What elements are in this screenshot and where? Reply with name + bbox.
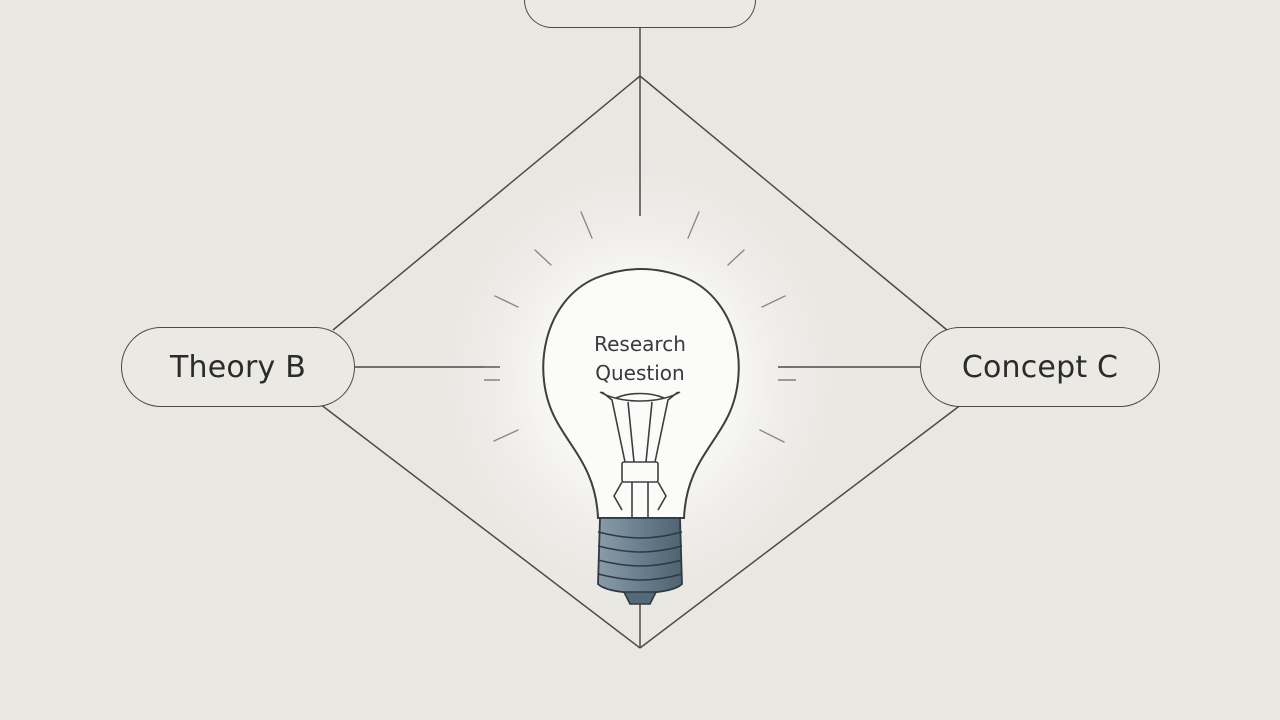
lightbulb-icon	[542, 268, 740, 605]
node-theory-b: Theory B	[121, 327, 355, 407]
node-top	[524, 0, 756, 28]
center-label-line-1: Research	[594, 332, 686, 356]
node-concept-c: Concept C	[920, 327, 1160, 407]
connector-top-left	[332, 75, 641, 331]
connector-top-right	[639, 75, 948, 331]
center-label-line-2: Question	[595, 361, 685, 385]
connector-right-bottom	[639, 403, 963, 649]
node-theory-b-label: Theory B	[170, 349, 306, 385]
light-rays	[493, 211, 786, 443]
node-concept-c-label: Concept C	[961, 349, 1119, 385]
connector-left-bottom	[319, 403, 641, 649]
